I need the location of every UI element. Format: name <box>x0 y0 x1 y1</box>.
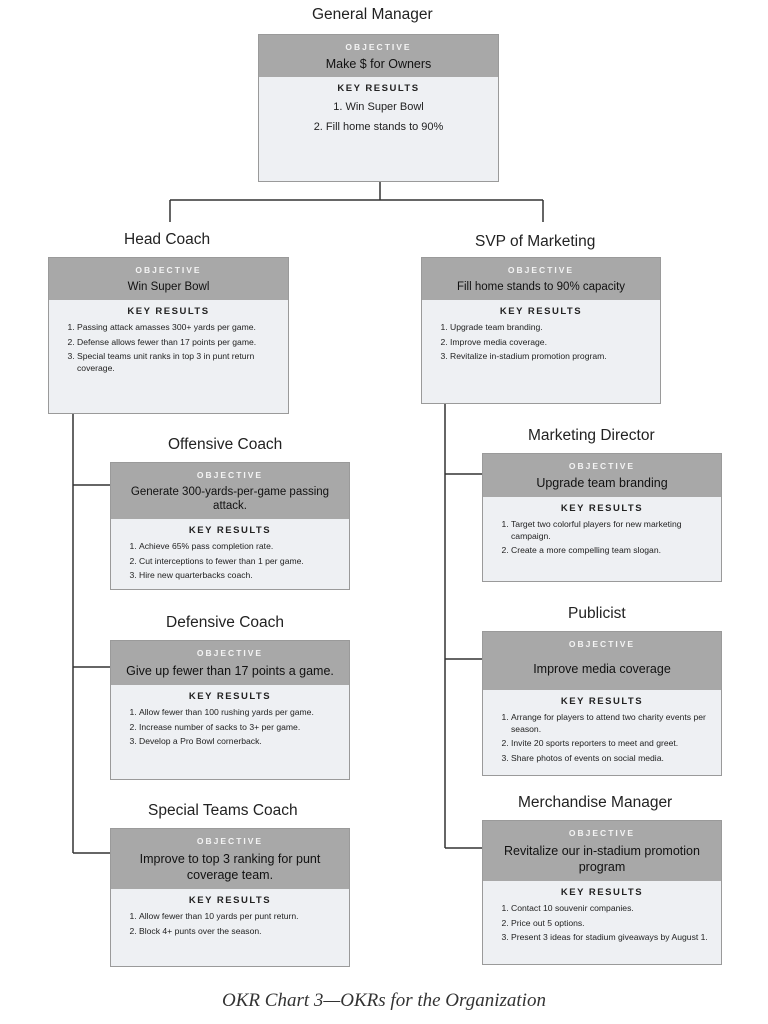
key-results-section: KEY RESULTS Contact 10 souvenir companie… <box>483 881 721 953</box>
role-title-special-teams-coach: Special Teams Coach <box>148 802 298 819</box>
key-results-label: KEY RESULTS <box>499 306 583 317</box>
key-result-item: Passing attack amasses 300+ yards per ga… <box>77 322 280 334</box>
key-results-label: KEY RESULTS <box>127 306 210 317</box>
objective-text: Fill home stands to 90% capacity <box>456 281 626 293</box>
key-results-section: KEY RESULTS Allow fewer than 10 yards pe… <box>111 889 349 946</box>
key-result-item: Price out 5 options. <box>511 918 713 930</box>
key-results-section: KEY RESULTS Achieve 65% pass completion … <box>111 519 349 591</box>
key-results-list: Win Super Bowl Fill home stands to 90% <box>267 99 490 136</box>
key-result-item: Cut interceptions to fewer than 1 per ga… <box>139 556 341 568</box>
key-result-item: Present 3 ideas for stadium giveaways by… <box>511 932 713 944</box>
objective-band: OBJECTIVE Fill home stands to 90% capaci… <box>422 258 660 300</box>
key-result-item: Defense allows fewer than 17 points per … <box>77 337 280 349</box>
objective-label: OBJECTIVE <box>135 265 202 275</box>
key-results-list: Upgrade team branding. Improve media cov… <box>430 322 652 363</box>
role-title-defensive-coach: Defensive Coach <box>166 614 285 631</box>
key-result-item: Revitalize in-stadium promotion program. <box>450 351 652 363</box>
key-results-list: Achieve 65% pass completion rate. Cut in… <box>119 541 341 582</box>
key-results-section: KEY RESULTS Arrange for players to atten… <box>483 690 721 773</box>
key-results-label: KEY RESULTS <box>337 83 420 94</box>
objective-band: OBJECTIVE Improve media coverage <box>483 632 721 690</box>
key-result-item: Target two colorful players for new mark… <box>511 519 713 542</box>
key-result-item: Hire new quarterbacks coach. <box>139 570 341 582</box>
figure-caption: OKR Chart 3—OKRs for the Organization <box>222 990 546 1011</box>
key-results-list: Arrange for players to attend two charit… <box>491 712 713 764</box>
objective-text: Improve media coverage <box>533 662 671 676</box>
objective-label: OBJECTIVE <box>568 828 636 838</box>
key-result-item: Contact 10 souvenir companies. <box>511 903 713 915</box>
objective-text: Revitalize our in-stadium promotion prog… <box>504 844 700 874</box>
objective-label: OBJECTIVE <box>568 461 636 471</box>
okr-card-offensive-coach: OBJECTIVE Generate 300-yards-per-game pa… <box>110 462 350 590</box>
key-result-item: Win Super Bowl <box>267 99 490 116</box>
okr-card-special-teams-coach: OBJECTIVE Improve to top 3 ranking for p… <box>110 828 350 967</box>
key-result-item: Improve media coverage. <box>450 337 652 349</box>
key-results-label: KEY RESULTS <box>188 691 272 702</box>
key-results-list: Passing attack amasses 300+ yards per ga… <box>57 322 280 374</box>
objective-text: Make $ for Owners <box>325 57 432 71</box>
key-result-item: Increase number of sacks to 3+ per game. <box>139 722 341 734</box>
key-result-item: Block 4+ punts over the season. <box>139 926 341 938</box>
objective-label: OBJECTIVE <box>196 836 264 846</box>
objective-text: Improve to top 3 ranking for punt covera… <box>139 852 321 882</box>
objective-label: OBJECTIVE <box>196 648 264 658</box>
key-result-item: Special teams unit ranks in top 3 in pun… <box>77 351 280 374</box>
role-title-marketing-director: Marketing Director <box>528 427 655 444</box>
key-results-list: Allow fewer than 10 yards per punt retur… <box>119 911 341 937</box>
okr-card-publicist: OBJECTIVE Improve media coverage KEY RES… <box>482 631 722 776</box>
key-results-section: KEY RESULTS Passing attack amasses 300+ … <box>49 300 288 383</box>
key-results-list: Target two colorful players for new mark… <box>491 519 713 557</box>
role-title-svp-marketing: SVP of Marketing <box>475 233 596 250</box>
objective-text: Win Super Bowl <box>127 281 210 293</box>
key-result-item: Share photos of events on social media. <box>511 753 713 765</box>
objective-label: OBJECTIVE <box>196 470 264 480</box>
role-title-general-manager: General Manager <box>312 6 433 23</box>
key-result-item: Achieve 65% pass completion rate. <box>139 541 341 553</box>
okr-card-head-coach: OBJECTIVE Win Super Bowl KEY RESULTS Pas… <box>48 257 289 414</box>
key-result-item: Fill home stands to 90% <box>267 119 490 136</box>
key-results-label: KEY RESULTS <box>560 887 644 898</box>
objective-text: Upgrade team branding <box>536 476 668 490</box>
key-result-item: Allow fewer than 10 yards per punt retur… <box>139 911 341 923</box>
objective-label: OBJECTIVE <box>345 42 412 52</box>
key-result-item: Invite 20 sports reporters to meet and g… <box>511 738 713 750</box>
key-results-label: KEY RESULTS <box>188 525 272 536</box>
okr-card-general-manager: OBJECTIVE Make $ for Owners KEY RESULTS … <box>258 34 499 182</box>
key-result-item: Allow fewer than 100 rushing yards per g… <box>139 707 341 719</box>
key-results-list: Allow fewer than 100 rushing yards per g… <box>119 707 341 748</box>
key-result-item: Arrange for players to attend two charit… <box>511 712 713 735</box>
key-results-section: KEY RESULTS Allow fewer than 100 rushing… <box>111 685 349 757</box>
okr-card-svp-marketing: OBJECTIVE Fill home stands to 90% capaci… <box>421 257 661 404</box>
key-results-section: KEY RESULTS Upgrade team branding. Impro… <box>422 300 660 372</box>
role-title-publicist: Publicist <box>568 605 626 622</box>
objective-band: OBJECTIVE Give up fewer than 17 points a… <box>111 641 349 685</box>
key-results-section: KEY RESULTS Target two colorful players … <box>483 497 721 566</box>
key-results-label: KEY RESULTS <box>560 503 644 514</box>
objective-label: OBJECTIVE <box>507 265 575 275</box>
key-result-item: Develop a Pro Bowl cornerback. <box>139 736 341 748</box>
objective-band: OBJECTIVE Revitalize our in-stadium prom… <box>483 821 721 881</box>
okr-card-marketing-director: OBJECTIVE Upgrade team branding KEY RESU… <box>482 453 722 582</box>
objective-band: OBJECTIVE Improve to top 3 ranking for p… <box>111 829 349 889</box>
objective-band: OBJECTIVE Make $ for Owners <box>259 35 498 77</box>
role-title-merchandise-manager: Merchandise Manager <box>518 794 673 811</box>
role-title-head-coach: Head Coach <box>124 231 211 248</box>
role-title-offensive-coach: Offensive Coach <box>168 436 283 453</box>
key-results-label: KEY RESULTS <box>188 895 272 906</box>
key-results-section: KEY RESULTS Win Super Bowl Fill home sta… <box>259 77 498 145</box>
objective-band: OBJECTIVE Upgrade team branding <box>483 454 721 497</box>
okr-card-defensive-coach: OBJECTIVE Give up fewer than 17 points a… <box>110 640 350 780</box>
objective-label: OBJECTIVE <box>568 639 636 649</box>
key-result-item: Create a more compelling team slogan. <box>511 545 713 557</box>
objective-text: Give up fewer than 17 points a game. <box>126 664 334 678</box>
okr-card-merchandise-manager: OBJECTIVE Revitalize our in-stadium prom… <box>482 820 722 965</box>
objective-text: Generate 300-yards-per-game passing atta… <box>130 486 330 512</box>
key-results-list: Contact 10 souvenir companies. Price out… <box>491 903 713 944</box>
objective-band: OBJECTIVE Win Super Bowl <box>49 258 288 300</box>
key-results-label: KEY RESULTS <box>560 696 644 707</box>
key-result-item: Upgrade team branding. <box>450 322 652 334</box>
objective-band: OBJECTIVE Generate 300-yards-per-game pa… <box>111 463 349 519</box>
